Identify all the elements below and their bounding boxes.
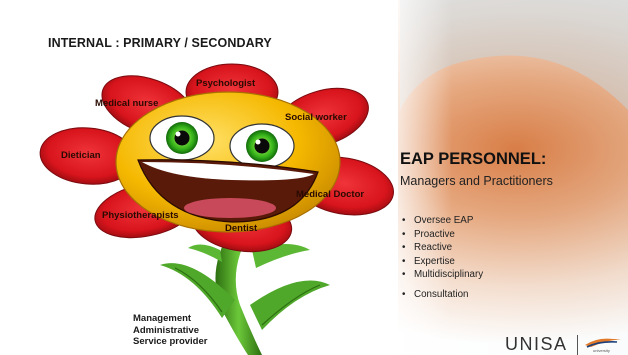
petal-label-dentist: Dentist bbox=[225, 223, 258, 234]
right-eye-icon bbox=[229, 123, 295, 169]
petal-label-medical-nurse: Medical nurse bbox=[95, 98, 158, 109]
logo-divider bbox=[577, 335, 578, 355]
eap-bullet-list: Oversee EAP Proactive Reactive Expertise… bbox=[400, 214, 483, 301]
slide-title: INTERNAL : PRIMARY / SECONDARY bbox=[48, 36, 272, 50]
role-label-service-provider: Service provider bbox=[133, 336, 208, 347]
flower-face bbox=[115, 91, 341, 233]
role-label-management: Management bbox=[133, 313, 192, 324]
petal-label-medical-doctor: Medical Doctor bbox=[296, 189, 364, 200]
bullet-item: Reactive bbox=[400, 241, 483, 255]
unisa-logo: UNISA university bbox=[505, 331, 625, 355]
smile-mouth-icon bbox=[137, 159, 319, 223]
bullet-item: Multidisciplinary bbox=[400, 268, 483, 282]
bullet-item: Oversee EAP bbox=[400, 214, 483, 228]
bullet-item: Expertise bbox=[400, 255, 483, 269]
petal-label-social-worker: Social worker bbox=[285, 112, 347, 123]
bullet-item: Consultation bbox=[400, 288, 483, 302]
role-label-administrative: Administrative bbox=[133, 324, 199, 336]
petal-label-dietician: Dietician bbox=[61, 150, 101, 161]
eap-heading: EAP PERSONNEL: bbox=[400, 150, 547, 168]
petal-label-psychologist: Psychologist bbox=[196, 78, 256, 89]
left-eye-icon bbox=[149, 115, 215, 161]
logo-text: UNISA bbox=[505, 334, 568, 354]
unisa-flag-icon bbox=[585, 338, 621, 348]
logo-tagline: university bbox=[593, 348, 610, 353]
bottom-role-list: Management Administrative Service provid… bbox=[133, 313, 207, 348]
eap-subheading: Managers and Practitioners bbox=[400, 174, 553, 188]
bullet-item: Proactive bbox=[400, 228, 483, 242]
petal-label-physiotherapists: Physiotherapists bbox=[102, 210, 179, 221]
